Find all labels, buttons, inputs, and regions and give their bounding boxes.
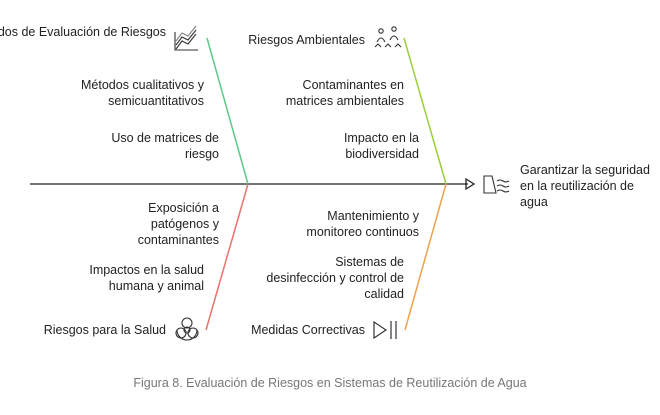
bone-bottom-right [404, 183, 447, 331]
play-pause-icon [373, 320, 397, 340]
figure-caption: Figura 8. Evaluación de Riesgos en Siste… [133, 376, 527, 390]
environment-people-icon [374, 26, 402, 48]
branch-head-bottom-right: Medidas Correctivas [251, 323, 365, 337]
branch-item-top-left-2: Uso de matrices de riesgo [111, 131, 219, 161]
bone-top-right [403, 37, 447, 185]
branch-item-bottom-right-1: Mantenimiento y monitoreo continuos [306, 209, 419, 239]
branch-item-bottom-left-2: Impactos en la salud humana y animal [89, 263, 204, 293]
bone-bottom-left [205, 183, 249, 331]
water-dam-icon [483, 175, 510, 194]
bone-top-left [206, 37, 249, 185]
branch-head-top-left: Métodos de Evaluación de Riesgos [0, 25, 166, 39]
branch-item-top-right-2: Impacto en la biodiversidad [343, 131, 419, 161]
branch-head-top-right: Riesgos Ambientales [248, 33, 365, 47]
branch-item-bottom-left-1: Exposición a patógenos y contaminantes [137, 201, 219, 247]
effect-label: Garantizar la seguridad en la reutilizac… [520, 163, 650, 209]
branch-head-bottom-left: Riesgos para la Salud [43, 323, 166, 337]
chart-area-icon [174, 25, 198, 51]
branch-item-top-left-1: Métodos cualitativos y semicuantitativos [81, 78, 204, 108]
spine-arrowhead [465, 177, 476, 191]
branch-item-bottom-right-2: Sistemas de desinfección y control de ca… [266, 255, 404, 301]
biohazard-icon [175, 317, 199, 341]
branch-item-top-right-1: Contaminantes en matrices ambientales [285, 78, 404, 108]
